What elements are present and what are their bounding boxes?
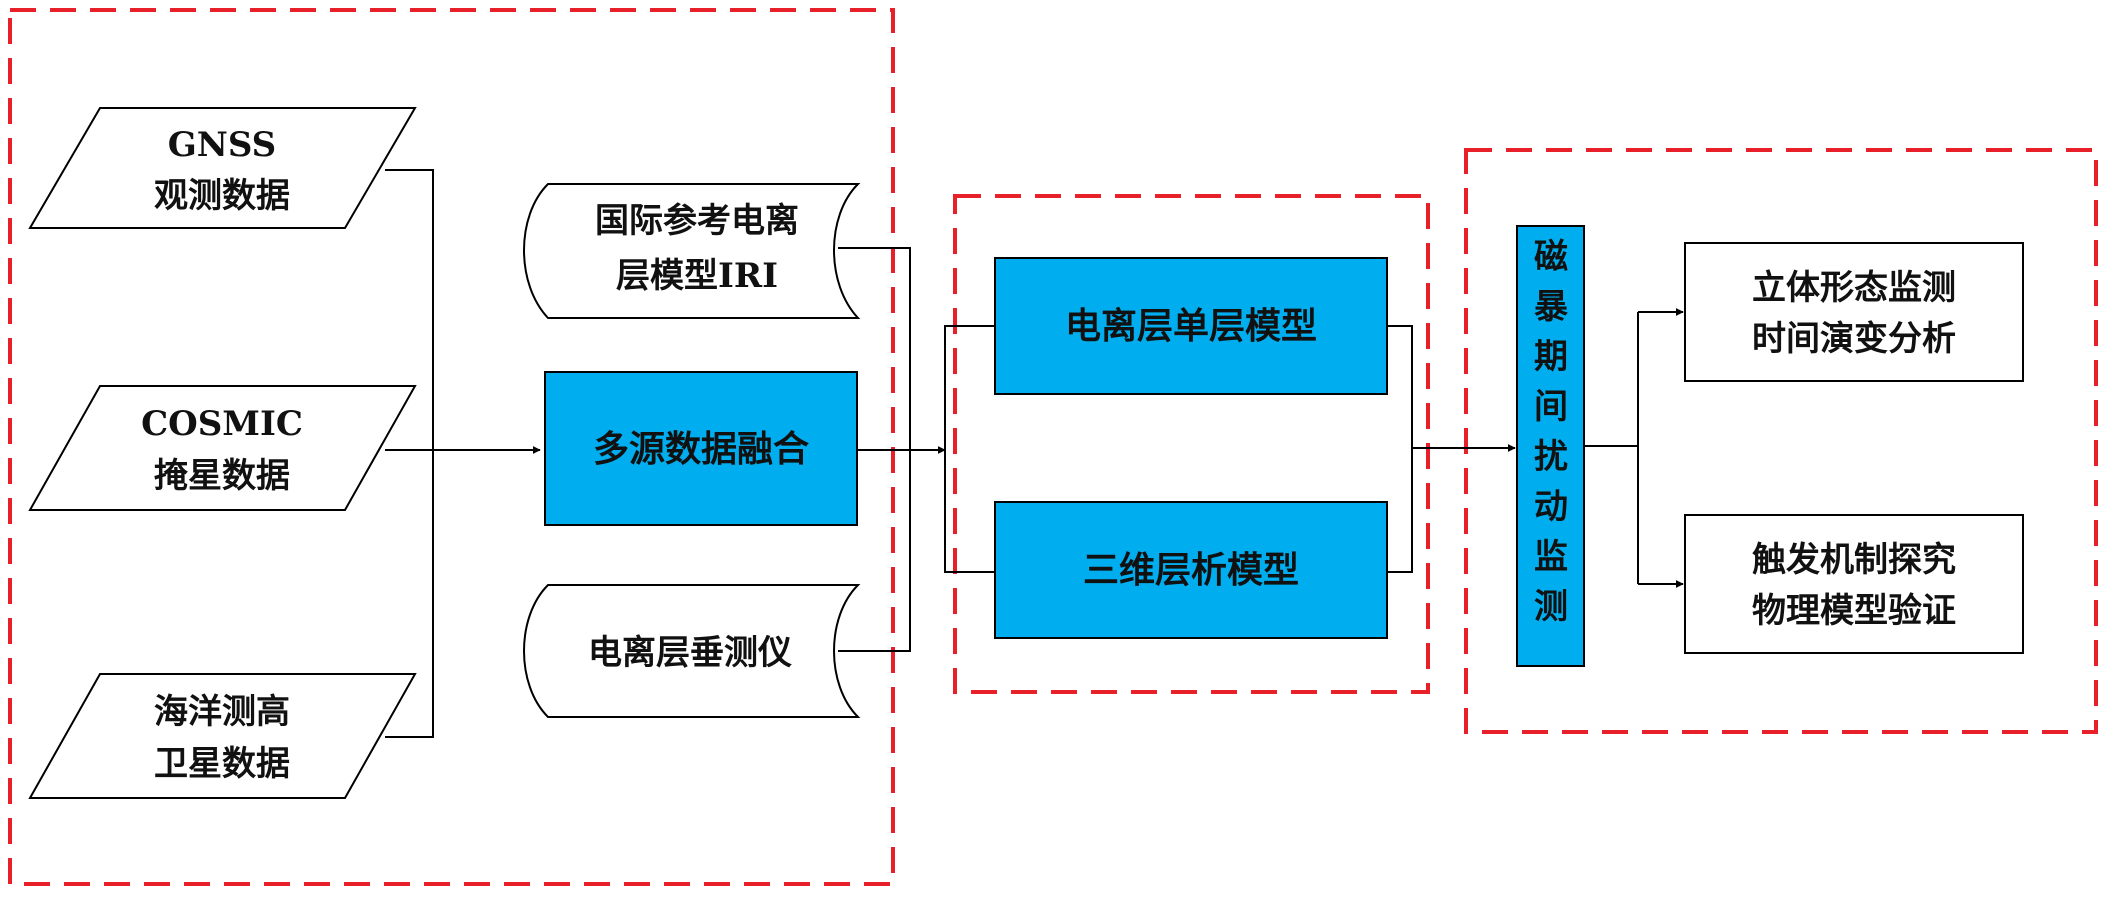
mechanism-line1: 触发机制探究	[1752, 540, 1956, 580]
monitoring-char-7: 监	[1534, 537, 1568, 577]
iri-model-shape	[523, 183, 861, 319]
gnss-data-shape	[28, 107, 417, 229]
altimetry-data-shape	[28, 673, 417, 799]
monitoring-char-8: 测	[1534, 587, 1568, 627]
ionosonde-label: 电离层垂测仪	[588, 633, 792, 673]
morphology-line2: 时间演变分析	[1752, 319, 1956, 359]
cosmic-label-line2: 掩星数据	[154, 456, 290, 496]
iri-label-line1: 国际参考电离	[595, 201, 799, 241]
cosmic-data-shape	[28, 385, 417, 511]
data-source-group-frame	[8, 8, 895, 886]
iri-label-line2: 层模型IRI	[616, 256, 778, 296]
model-group-frame	[953, 194, 1430, 694]
ionosonde-shape	[523, 584, 861, 718]
gnss-label-line1: GNSS	[168, 125, 276, 165]
altimetry-label-line2: 卫星数据	[154, 744, 290, 784]
cosmic-label-line1: COSMIC	[141, 404, 303, 444]
output-split-connector	[1584, 312, 1639, 584]
monitoring-char-1: 磁	[1534, 237, 1568, 277]
monitoring-char-6: 动	[1534, 487, 1568, 527]
model-merge-connector	[1387, 325, 1428, 573]
altimetry-label-line1: 海洋测高	[154, 692, 290, 732]
mechanism-validation-box	[1684, 514, 2024, 654]
monitoring-char-4: 间	[1534, 387, 1568, 427]
monitoring-char-5: 扰	[1534, 437, 1568, 477]
mechanism-line2: 物理模型验证	[1752, 591, 1956, 631]
monitoring-char-3: 期	[1534, 337, 1568, 377]
morphology-analysis-box	[1684, 242, 2024, 382]
single-layer-model-box	[994, 257, 1388, 395]
fusion-box	[544, 371, 858, 526]
inputs-bracket-connector	[385, 169, 434, 738]
morphology-line1: 立体形态监测	[1752, 268, 1956, 308]
tomography-model-box	[994, 501, 1388, 639]
monitoring-char-2: 暴	[1534, 287, 1568, 327]
model-split-connector	[944, 325, 995, 573]
monitoring-group-frame	[1464, 148, 2098, 734]
storm-disturbance-monitoring-box	[1516, 225, 1585, 667]
tomography-model-label: 三维层析模型	[1083, 549, 1299, 591]
fusion-label: 多源数据融合	[593, 428, 809, 470]
gnss-label-line2: 观测数据	[154, 176, 290, 216]
single-layer-model-label: 电离层单层模型	[1065, 305, 1317, 347]
